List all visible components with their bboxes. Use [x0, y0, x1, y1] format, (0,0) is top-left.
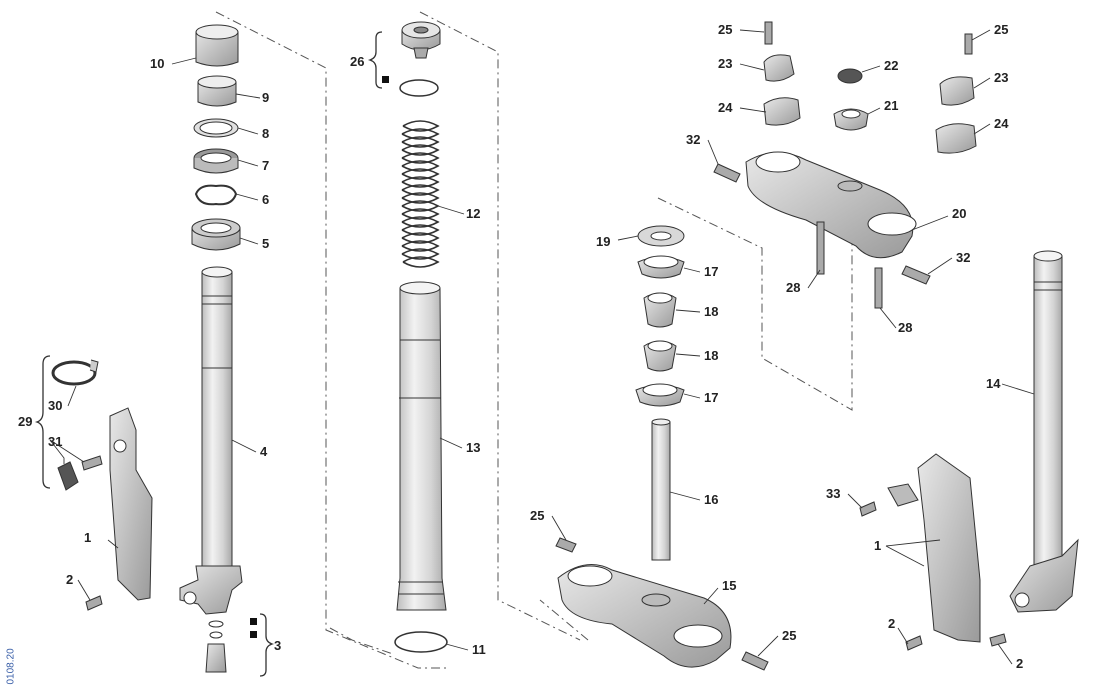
callout-28b: 28 — [898, 320, 912, 335]
callout-29: 29 — [18, 414, 32, 429]
callout-9: 9 — [262, 90, 269, 105]
callouts: 1 1 2 2 2 3 4 5 6 7 8 9 10 11 12 13 14 1… — [18, 22, 1023, 671]
callout-24a: 24 — [718, 100, 733, 115]
marker-squares — [250, 76, 389, 638]
callout-25b: 25 — [994, 22, 1008, 37]
upper-clamp-assembly — [713, 21, 977, 309]
callout-25c: 25 — [530, 508, 544, 523]
callout-17a: 17 — [704, 264, 718, 279]
callout-22: 22 — [884, 58, 898, 73]
callout-21: 21 — [884, 98, 898, 113]
callout-20: 20 — [952, 206, 966, 221]
callout-24b: 24 — [994, 116, 1009, 131]
callout-26: 26 — [350, 54, 364, 69]
callout-16: 16 — [704, 492, 718, 507]
callout-33: 33 — [826, 486, 840, 501]
group-braces — [34, 31, 383, 677]
callout-8: 8 — [262, 126, 269, 141]
left-guard-assembly — [51, 359, 153, 611]
callout-2a: 2 — [66, 572, 73, 587]
drawing-code: 0108.20 — [4, 632, 18, 688]
leader-lines — [49, 29, 1035, 665]
callout-13: 13 — [466, 440, 480, 455]
callout-32a: 32 — [686, 132, 700, 147]
callout-25d: 25 — [782, 628, 796, 643]
callout-19: 19 — [596, 234, 610, 249]
callout-15: 15 — [722, 578, 736, 593]
callout-23a: 23 — [718, 56, 732, 71]
spring-coils — [401, 120, 440, 268]
steering-stem-assembly — [555, 225, 769, 671]
callout-32b: 32 — [956, 250, 970, 265]
callout-2c: 2 — [1016, 656, 1023, 671]
callout-10: 10 — [150, 56, 164, 71]
callout-4: 4 — [260, 444, 268, 459]
callout-31: 31 — [48, 434, 62, 449]
callout-18a: 18 — [704, 304, 718, 319]
callout-1b: 1 — [874, 538, 881, 553]
callout-14: 14 — [986, 376, 1001, 391]
callout-7: 7 — [262, 158, 269, 173]
callout-28a: 28 — [786, 280, 800, 295]
drawing-code-text: 0108.20 — [5, 648, 17, 685]
callout-12: 12 — [466, 206, 480, 221]
callout-3: 3 — [274, 638, 281, 653]
left-fork-assembly — [179, 24, 243, 673]
right-fork-assembly — [859, 250, 1079, 651]
callout-1a: 1 — [84, 530, 91, 545]
callout-6: 6 — [262, 192, 269, 207]
callout-25a: 25 — [718, 22, 732, 37]
callout-2b: 2 — [888, 616, 895, 631]
callout-17b: 17 — [704, 390, 718, 405]
callout-11: 11 — [472, 642, 486, 657]
callout-18b: 18 — [704, 348, 718, 363]
callout-5: 5 — [262, 236, 269, 251]
center-tube-assembly — [394, 21, 448, 653]
callout-30: 30 — [48, 398, 62, 413]
callout-23b: 23 — [994, 70, 1008, 85]
